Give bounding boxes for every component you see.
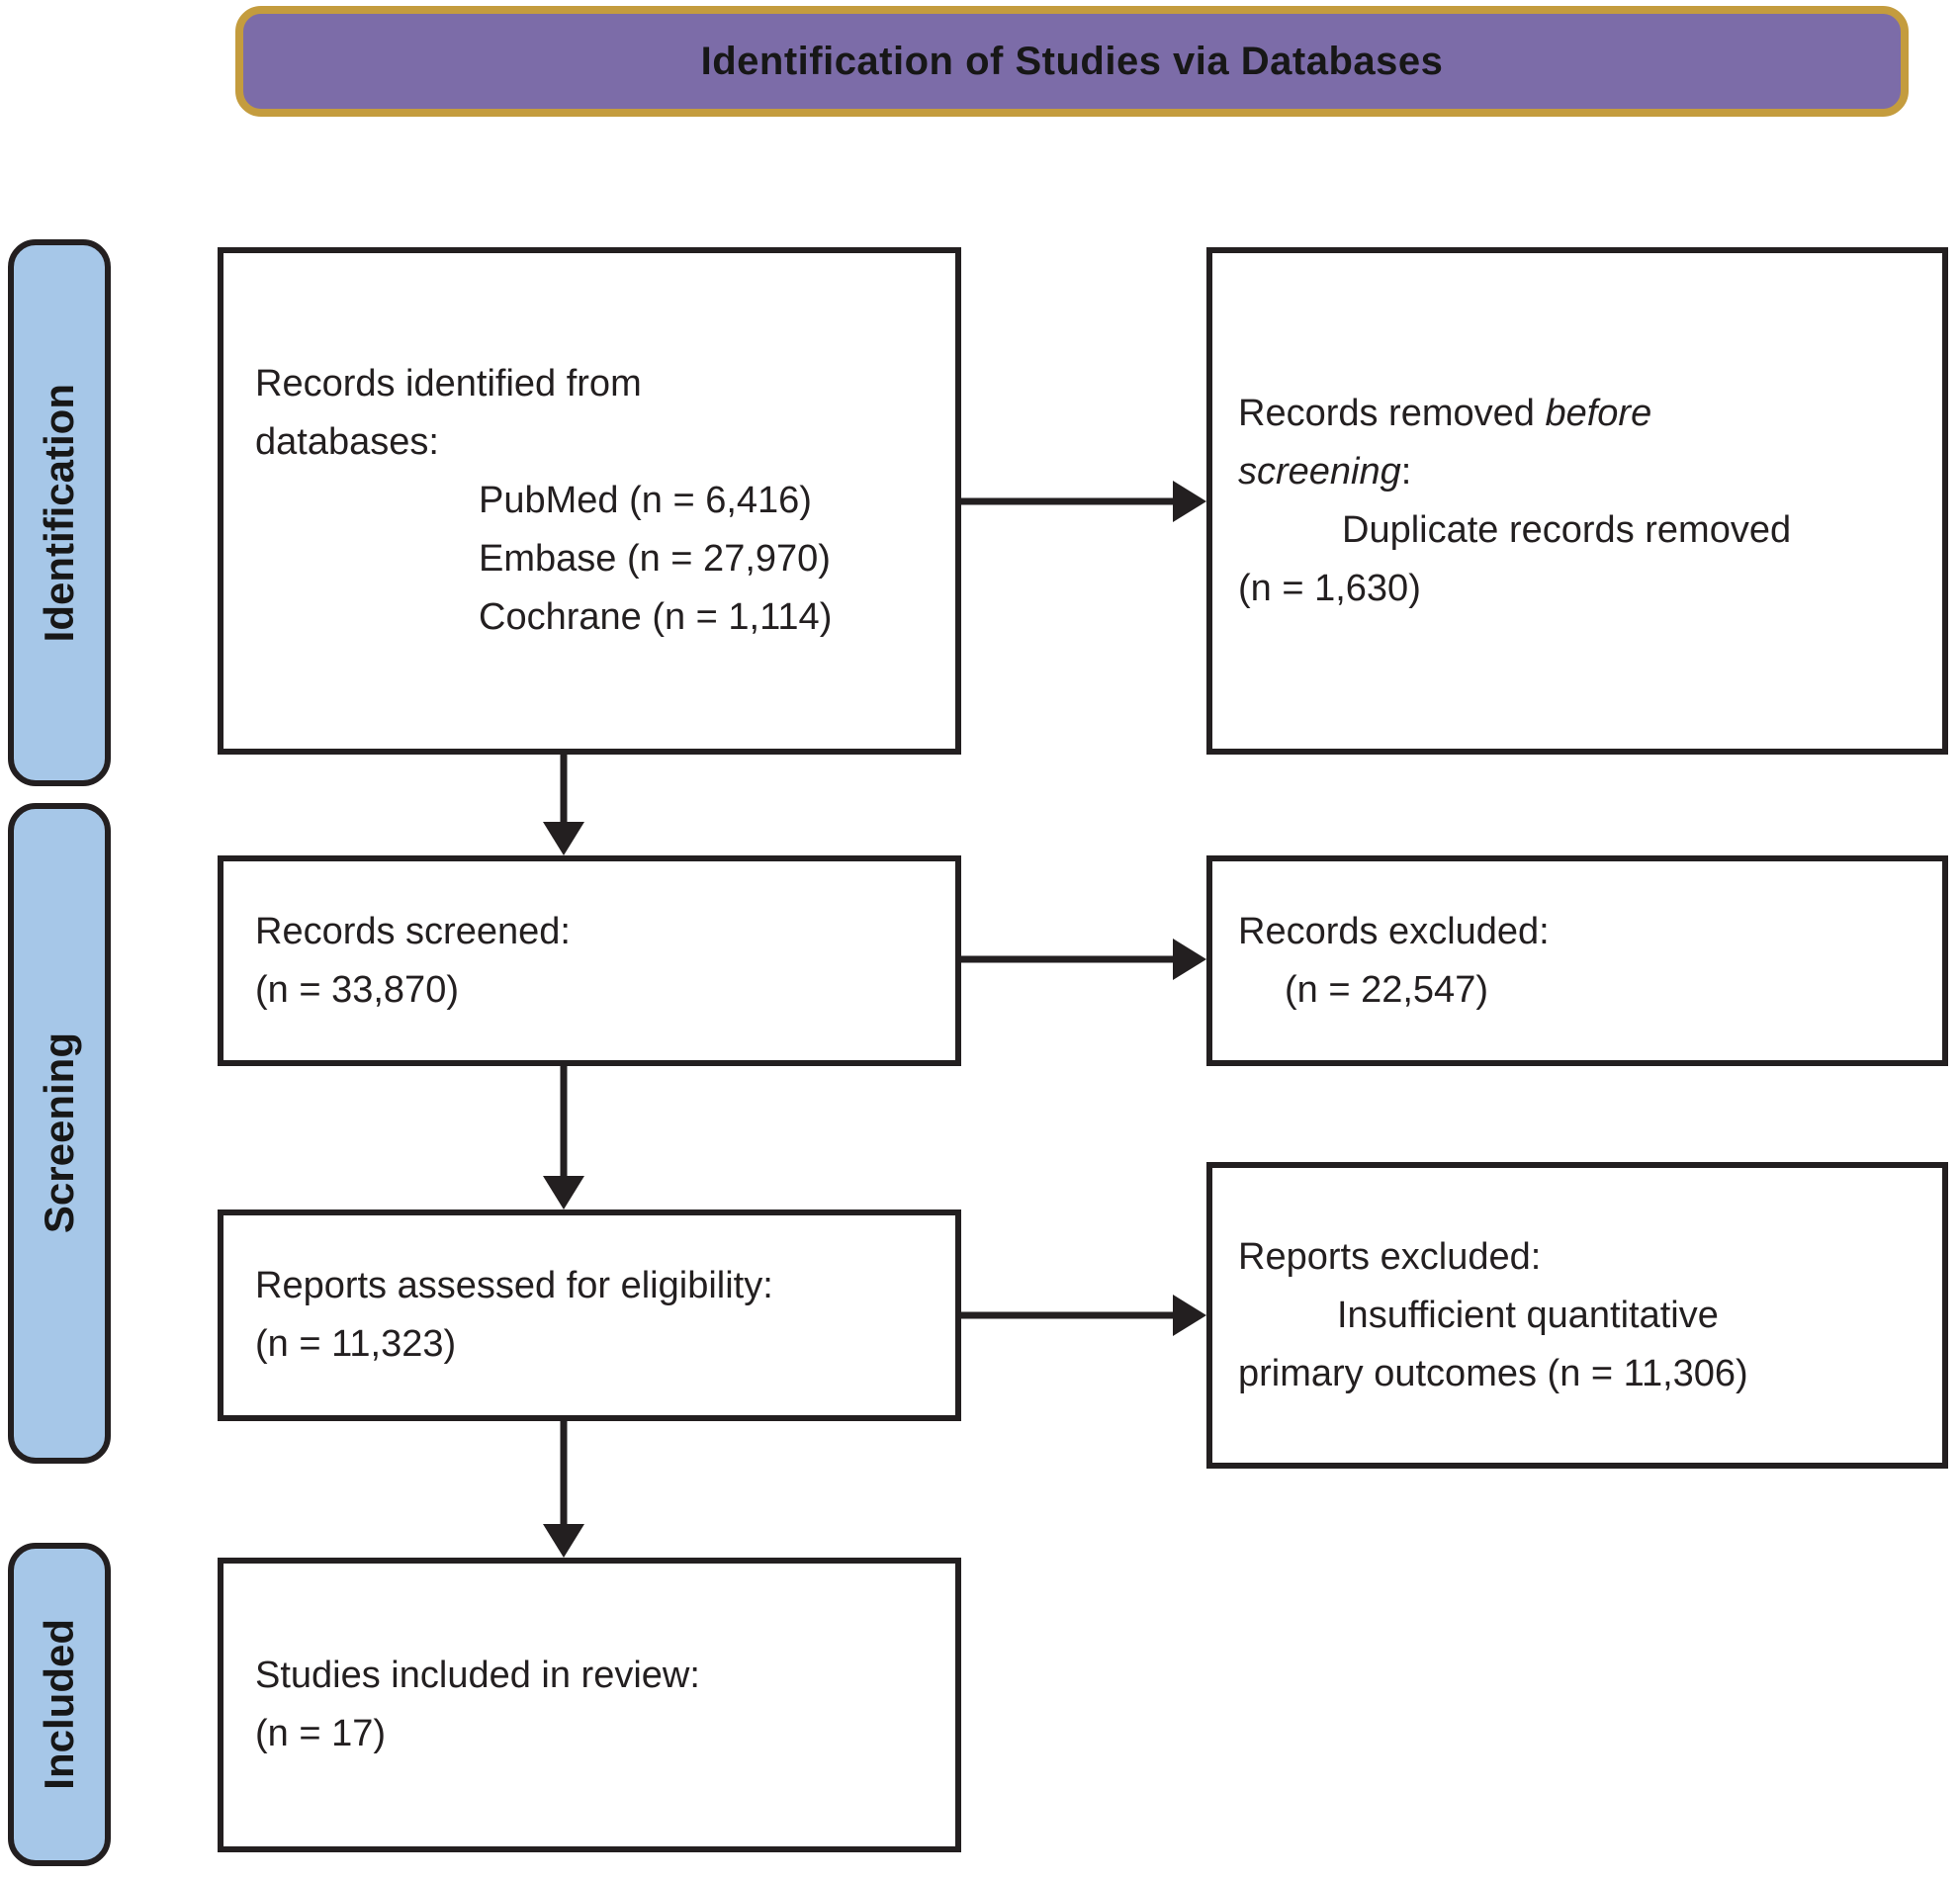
stage-label-identification: Identification: [8, 239, 111, 786]
box-text-line: Reports assessed for eligibility:: [255, 1265, 773, 1306]
box-text-line: Records screened:: [255, 910, 571, 952]
arrow-screened-to-assessed: [542, 1066, 585, 1209]
box-text-line: Reports excluded:: [1238, 1235, 1542, 1278]
stage-label-screening: Screening: [8, 803, 111, 1464]
arrow-identified-to-screened: [542, 755, 585, 855]
stage-label-identification-text: Identification: [36, 383, 82, 643]
box-text-line: Records removed before: [1238, 392, 1652, 434]
box-text-line: Duplicate records removed: [1342, 508, 1792, 551]
arrow-stem: [560, 1066, 568, 1178]
title-banner-label: Identification of Studies via Databases: [700, 39, 1444, 83]
arrow-stem: [560, 1421, 568, 1526]
box-text-line: databases:: [255, 421, 439, 463]
box-text-line: (n = 11,323): [255, 1323, 457, 1365]
box-text-line: screening:: [1238, 450, 1412, 493]
stage-label-screening-text: Screening: [36, 1032, 82, 1234]
box-text-line: (n = 17): [255, 1713, 387, 1754]
box-text-line: (n = 22,547): [1285, 968, 1488, 1011]
arrowhead-right-icon: [1173, 939, 1206, 980]
box-text-line: Cochrane (n = 1,114): [479, 596, 833, 638]
arrow-stem: [961, 497, 1175, 505]
arrowhead-right-icon: [1173, 1295, 1206, 1336]
box-records-removed-before-screening: Records removed before screening: Duplicat…: [1206, 247, 1948, 755]
arrowhead-down-icon: [543, 822, 584, 855]
box-text-line: Insufficient quantitative: [1337, 1294, 1719, 1336]
box-reports-excluded: Reports excluded: Insufficient quantitati…: [1206, 1162, 1948, 1469]
arrow-assessed-to-included: [542, 1421, 585, 1558]
box-records-excluded: Records excluded: (n = 22,547): [1206, 855, 1948, 1066]
box-text-line: Records identified from: [255, 363, 642, 404]
box-reports-assessed-for-eligibility: Reports assessed for eligibility: (n = 11…: [218, 1209, 961, 1421]
box-text-line: (n = 33,870): [255, 968, 459, 1011]
box-text-line: (n = 1,630): [1238, 567, 1421, 609]
box-text-line: primary outcomes (n = 11,306): [1238, 1352, 1748, 1394]
box-records-screened: Records screened: (n = 33,870): [218, 855, 961, 1066]
arrow-screened-to-excluded: [961, 938, 1206, 981]
arrowhead-down-icon: [543, 1524, 584, 1558]
arrow-identified-to-removed: [961, 480, 1206, 523]
box-text-line: PubMed (n = 6,416): [479, 480, 812, 521]
box-text-line: Records excluded:: [1238, 910, 1550, 952]
arrow-stem: [961, 955, 1175, 963]
arrowhead-down-icon: [543, 1176, 584, 1209]
box-studies-included-in-review: Studies included in review: (n = 17): [218, 1558, 961, 1852]
box-text-line: Studies included in review:: [255, 1655, 700, 1696]
arrow-stem: [961, 1311, 1175, 1319]
title-banner: Identification of Studies via Databases: [235, 6, 1909, 117]
box-records-identified: Records identified from databases: PubMed …: [218, 247, 961, 755]
stage-label-included: Included: [8, 1543, 111, 1866]
box-text-line: Embase (n = 27,970): [479, 538, 831, 580]
arrowhead-right-icon: [1173, 481, 1206, 522]
arrow-stem: [560, 755, 568, 824]
stage-label-included-text: Included: [36, 1619, 82, 1790]
arrow-assessed-to-reports-excluded: [961, 1294, 1206, 1337]
